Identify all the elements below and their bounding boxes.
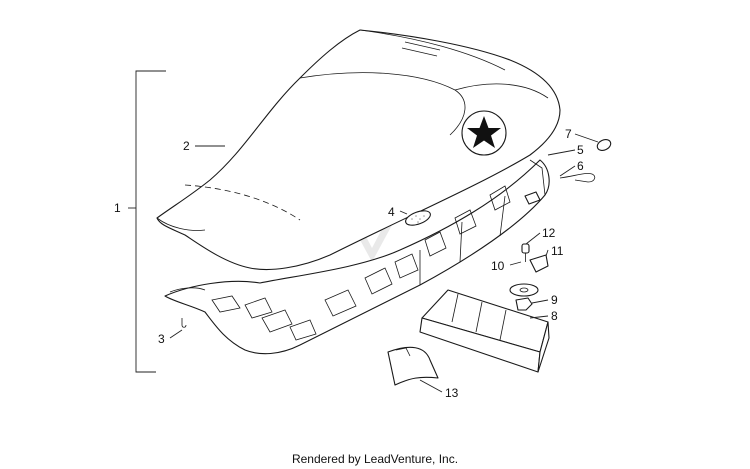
- part-3-clip: [181, 318, 187, 328]
- part-7-ring: [596, 139, 612, 151]
- star-emblem-icon: [467, 116, 501, 148]
- callout-9: 9: [551, 293, 558, 307]
- part-13-strap: [387, 346, 439, 386]
- callout-6: 6: [577, 159, 584, 173]
- part-4-patch: [405, 210, 431, 226]
- callout-10: 10: [491, 259, 505, 273]
- part-12-stud: [521, 243, 530, 262]
- seat-base: [164, 159, 550, 355]
- callout-13: 13: [445, 386, 459, 400]
- assembly-bracket: [135, 70, 166, 373]
- part-8-foam-block: [419, 289, 550, 373]
- callout-3: 3: [158, 332, 165, 346]
- part-10-washer: [509, 283, 539, 297]
- footer-credit: Rendered by LeadVenture, Inc.: [291, 452, 459, 466]
- leader-lines: [128, 133, 599, 393]
- callout-5: 5: [577, 143, 584, 157]
- callout-12: 12: [542, 226, 556, 240]
- callout-2: 2: [183, 139, 190, 153]
- part-6-pin: [559, 173, 596, 183]
- callout-numbers: 1 2 3 4 5 6 7 8 9 10 11 12 13: [114, 127, 584, 400]
- seat-cover: [156, 29, 561, 270]
- callout-11: 11: [551, 244, 564, 258]
- part-4-texture: [411, 215, 425, 223]
- part-5-latch: [524, 191, 541, 205]
- callout-4: 4: [388, 205, 395, 219]
- part-11-bracket: [529, 254, 549, 273]
- part-9-nut: [515, 297, 533, 311]
- callout-7: 7: [565, 127, 572, 141]
- callout-1: 1: [114, 201, 121, 215]
- callout-8: 8: [551, 309, 558, 323]
